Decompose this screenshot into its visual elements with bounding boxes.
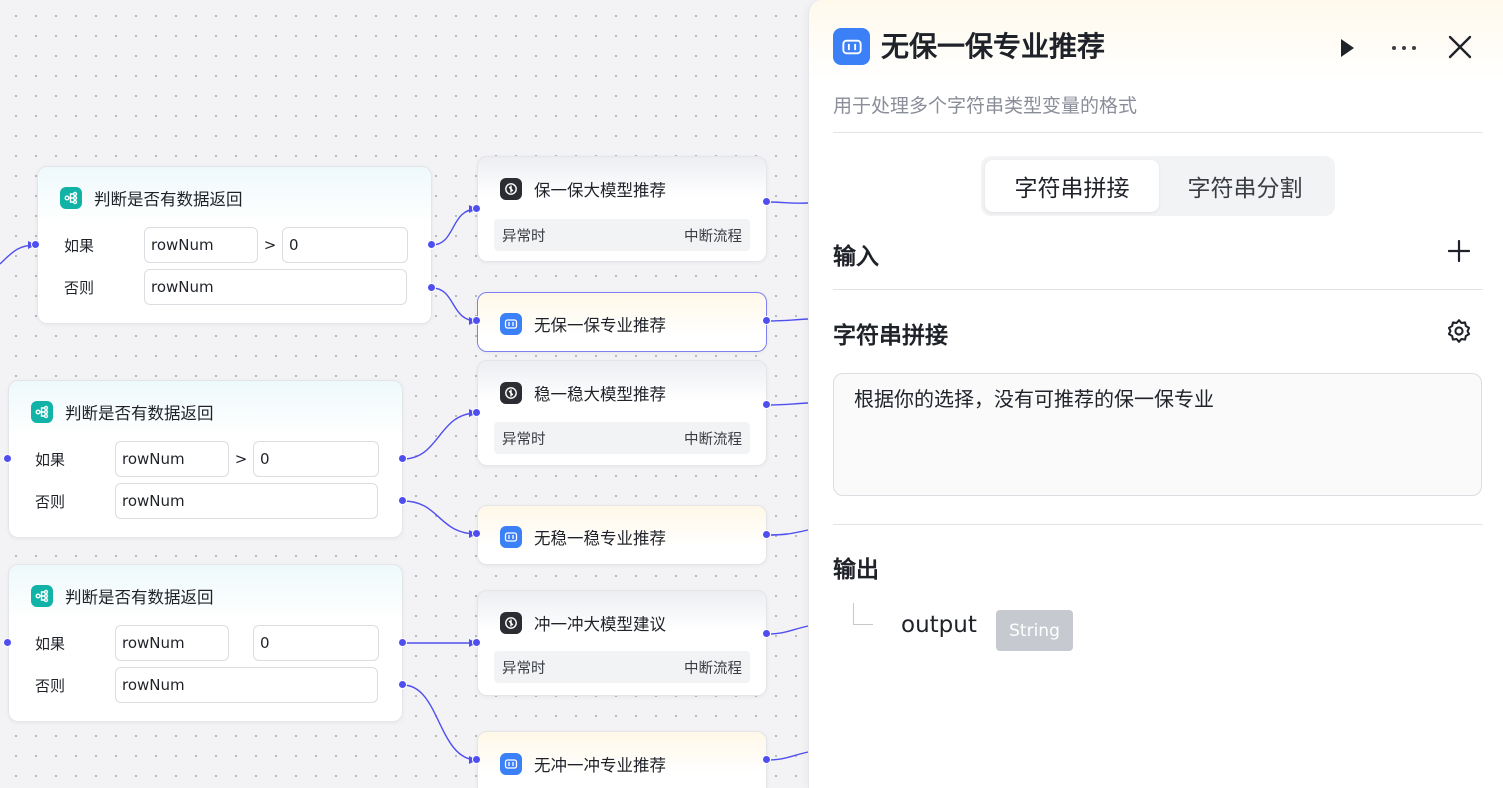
exception-action[interactable]: 中断流程 bbox=[684, 228, 742, 245]
input-port[interactable] bbox=[3, 454, 12, 463]
node-title: 判断是否有数据返回 bbox=[65, 404, 214, 423]
node-title: 稳一稳大模型推荐 bbox=[534, 385, 666, 404]
input-section-title: 输入 bbox=[833, 244, 879, 270]
if-variable-field[interactable]: rowNum bbox=[115, 625, 229, 661]
output-port-if[interactable] bbox=[398, 638, 407, 647]
input-port[interactable] bbox=[472, 408, 481, 417]
node-title: 无冲一冲专业推荐 bbox=[534, 756, 666, 775]
model-icon bbox=[500, 382, 522, 404]
else-label: 否则 bbox=[35, 676, 66, 695]
output-port[interactable] bbox=[762, 400, 771, 409]
node-title: 判断是否有数据返回 bbox=[94, 190, 243, 209]
output-port[interactable] bbox=[762, 755, 771, 764]
output-port[interactable] bbox=[762, 629, 771, 638]
output-port-else[interactable] bbox=[398, 680, 407, 689]
else-label: 否则 bbox=[35, 492, 66, 511]
output-port-if[interactable] bbox=[398, 454, 407, 463]
branch-icon bbox=[60, 187, 82, 209]
divider bbox=[833, 524, 1483, 525]
input-port[interactable] bbox=[472, 638, 481, 647]
node-settings-panel: 无保一保专业推荐 用于处理多个字符串类型变量的格式 字符串拼接 字符串分割 输入… bbox=[808, 0, 1503, 788]
output-port-else[interactable] bbox=[427, 283, 436, 292]
output-port-if[interactable] bbox=[427, 240, 436, 249]
branch-icon bbox=[31, 401, 53, 423]
divider bbox=[833, 132, 1483, 133]
llm-node[interactable]: 冲一冲大模型建议 异常时 中断流程 bbox=[477, 590, 767, 696]
concat-text-editor[interactable]: 根据你的选择，没有可推荐的保一保专业 bbox=[833, 373, 1482, 496]
if-variable-field[interactable]: rowNum bbox=[115, 441, 229, 477]
divider bbox=[833, 289, 1483, 290]
llm-node[interactable]: 稳一稳大模型推荐 异常时 中断流程 bbox=[477, 360, 767, 466]
condition-node[interactable]: 判断是否有数据返回 如果 rowNum > 0 否则 rowNum bbox=[8, 380, 403, 538]
tree-connector bbox=[853, 603, 873, 625]
input-port[interactable] bbox=[472, 316, 481, 325]
panel-header-background bbox=[809, 0, 1503, 80]
tab-string-split[interactable]: 字符串分割 bbox=[1187, 176, 1303, 202]
model-icon bbox=[500, 178, 522, 200]
else-variable-field[interactable]: rowNum bbox=[115, 667, 378, 703]
else-variable-field[interactable]: rowNum bbox=[144, 269, 407, 305]
operator: > bbox=[234, 450, 248, 468]
concat-section-title: 字符串拼接 bbox=[833, 323, 948, 349]
text-process-icon bbox=[500, 526, 522, 548]
exception-action[interactable]: 中断流程 bbox=[684, 660, 742, 677]
play-icon[interactable] bbox=[1333, 34, 1361, 62]
node-title: 无稳一稳专业推荐 bbox=[534, 529, 666, 548]
if-label: 如果 bbox=[35, 634, 66, 653]
output-field-name: output bbox=[901, 612, 977, 638]
else-variable-field[interactable]: rowNum bbox=[115, 483, 378, 519]
branch-icon bbox=[31, 585, 53, 607]
output-port[interactable] bbox=[762, 530, 771, 539]
exception-action[interactable]: 中断流程 bbox=[684, 431, 742, 448]
mode-tabs: 字符串拼接 字符串分割 bbox=[981, 156, 1335, 216]
node-title: 判断是否有数据返回 bbox=[65, 588, 214, 607]
text-process-icon bbox=[500, 753, 522, 775]
text-process-node[interactable]: 无稳一稳专业推荐 bbox=[477, 505, 767, 565]
panel-description: 用于处理多个字符串类型变量的格式 bbox=[833, 95, 1138, 117]
exception-label: 异常时 bbox=[502, 660, 546, 677]
value-field[interactable]: 0 bbox=[253, 625, 379, 661]
else-label: 否则 bbox=[64, 278, 95, 297]
operator: > bbox=[263, 236, 277, 254]
if-label: 如果 bbox=[35, 450, 66, 469]
llm-node[interactable]: 保一保大模型推荐 异常时 中断流程 bbox=[477, 156, 767, 262]
close-icon[interactable] bbox=[1445, 32, 1475, 62]
gear-icon[interactable] bbox=[1444, 316, 1474, 346]
output-port[interactable] bbox=[762, 197, 771, 206]
more-icon[interactable] bbox=[1389, 34, 1419, 62]
text-process-node[interactable]: 无冲一冲专业推荐 bbox=[477, 731, 767, 788]
output-port[interactable] bbox=[762, 316, 771, 325]
text-process-icon bbox=[500, 313, 522, 335]
input-port[interactable] bbox=[472, 204, 481, 213]
exception-label: 异常时 bbox=[502, 228, 546, 245]
output-port-else[interactable] bbox=[398, 496, 407, 505]
input-port[interactable] bbox=[472, 529, 481, 538]
output-type-badge: String bbox=[996, 610, 1073, 651]
panel-title[interactable]: 无保一保专业推荐 bbox=[881, 30, 1106, 63]
input-port[interactable] bbox=[472, 755, 481, 764]
condition-node[interactable]: 判断是否有数据返回 如果 rowNum > 0 否则 rowNum bbox=[37, 166, 432, 324]
exception-label: 异常时 bbox=[502, 431, 546, 448]
if-variable-field[interactable]: rowNum bbox=[144, 227, 258, 263]
if-label: 如果 bbox=[64, 236, 95, 255]
output-section-title: 输出 bbox=[833, 557, 879, 583]
input-port[interactable] bbox=[31, 240, 40, 249]
value-field[interactable]: 0 bbox=[253, 441, 379, 477]
node-title: 无保一保专业推荐 bbox=[534, 316, 666, 335]
tab-string-concat[interactable]: 字符串拼接 bbox=[985, 160, 1159, 212]
text-process-node[interactable]: 无保一保专业推荐 bbox=[477, 292, 767, 352]
input-port[interactable] bbox=[3, 638, 12, 647]
text-process-icon bbox=[833, 28, 870, 65]
model-icon bbox=[500, 612, 522, 634]
node-title: 保一保大模型推荐 bbox=[534, 181, 666, 200]
condition-node[interactable]: 判断是否有数据返回 如果 rowNum 0 否则 rowNum bbox=[8, 564, 403, 722]
value-field[interactable]: 0 bbox=[282, 227, 408, 263]
plus-icon[interactable] bbox=[1445, 237, 1473, 265]
node-title: 冲一冲大模型建议 bbox=[534, 615, 666, 634]
